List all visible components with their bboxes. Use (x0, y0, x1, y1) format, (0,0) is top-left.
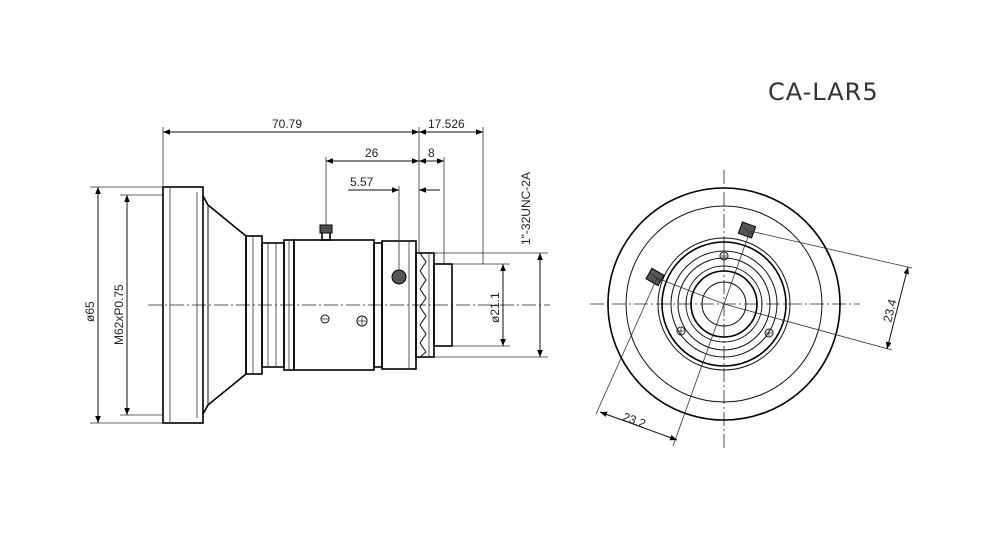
front-lock-screw-left (645, 267, 665, 287)
rear-tube (433, 263, 453, 347)
body-screw-1 (320, 314, 330, 324)
dim-mount-thread: 1"-32UNC-2A (519, 172, 533, 245)
focus-lock-screw (319, 224, 333, 241)
dim-screw-distance: 26 (365, 146, 379, 160)
front-lock-screw-right (737, 221, 757, 239)
dim-total-length: 70.79 (272, 117, 302, 131)
front-screw-top (719, 251, 729, 261)
outer-ring (607, 187, 841, 421)
side-view: 70.79 17.526 26 8 5.57 ø65 M62xP0.75 ø21… (83, 117, 550, 424)
front-hood (162, 186, 204, 424)
dim-screw-radius-b: 23.2 (621, 410, 648, 431)
front-screw-right (764, 328, 774, 338)
body-screw-2 (356, 315, 368, 327)
dim-outer-diameter: ø65 (83, 301, 97, 322)
model-title: CA-LAR5 (768, 78, 879, 106)
dim-flange: 8 (428, 146, 435, 160)
front-view: 23.4 23.2 (590, 170, 913, 448)
dim-filter-thread: M62xP0.75 (112, 284, 126, 345)
dim-back-focus: 17.526 (428, 117, 465, 131)
front-screw-left (676, 326, 686, 336)
dim-offset: 5.57 (350, 175, 374, 189)
dim-screw-radius-a: 23.4 (880, 297, 899, 323)
iris-lock-screw (391, 269, 407, 285)
dim-rear-diameter: ø21.1 (488, 292, 502, 323)
optical-aperture (701, 281, 747, 327)
